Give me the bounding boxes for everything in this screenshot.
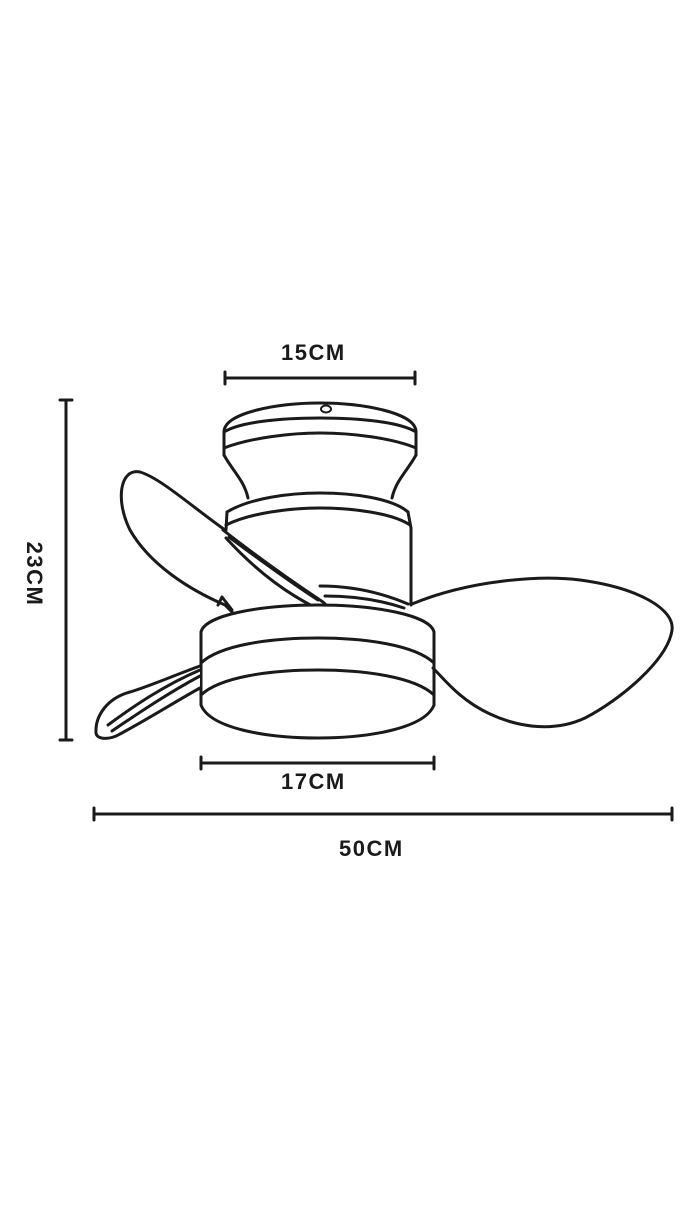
dimension-label-light-width: 17CM — [281, 769, 346, 794]
dimension-line-23cm — [58, 398, 74, 742]
canopy — [222, 401, 418, 500]
dimension-label-canopy-width: 15CM — [281, 340, 346, 365]
dimension-line-17cm — [199, 755, 436, 771]
blade-left-upper — [119, 470, 234, 614]
dimension-label-overall-span: 50CM — [339, 836, 404, 861]
dimension-line-50cm — [92, 806, 674, 822]
blade-right — [410, 576, 674, 729]
light-housing — [199, 595, 436, 740]
dimension-label-height: 23CM — [22, 541, 47, 607]
motor-housing — [224, 491, 413, 610]
dimension-line-15cm — [223, 370, 417, 386]
blade-left-lower — [94, 664, 202, 740]
